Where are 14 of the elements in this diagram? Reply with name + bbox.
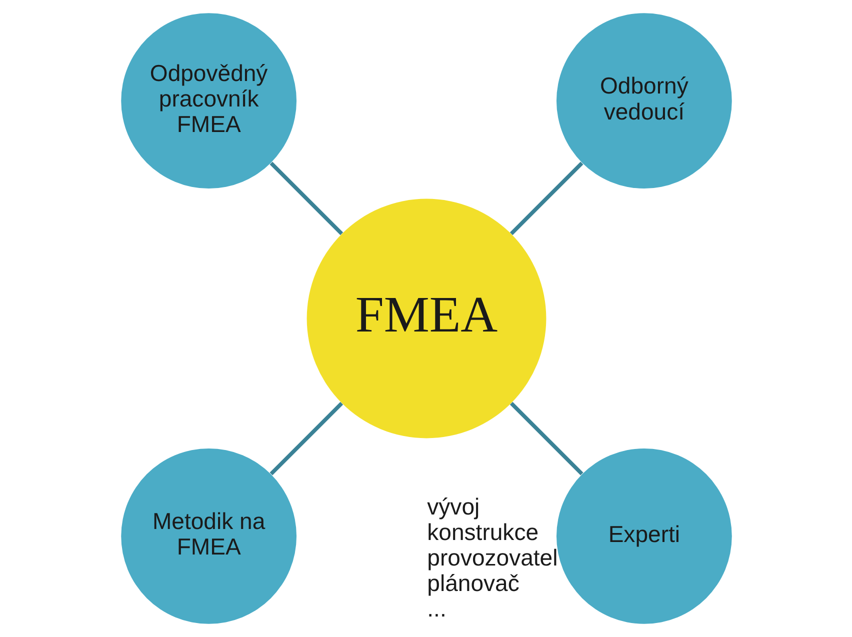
connector xyxy=(269,402,343,476)
node-circle: FMEA xyxy=(306,198,546,438)
node-label: konstrukce xyxy=(426,518,538,545)
node-label: vývoj xyxy=(426,493,480,520)
connector xyxy=(269,162,343,236)
node-circle: Odpovědný pracovník FMEA xyxy=(120,13,296,189)
node-label: ... xyxy=(426,596,446,622)
node-circle: Odborný vedoucí xyxy=(556,13,732,189)
node-label: plánovač xyxy=(426,570,519,596)
connector xyxy=(509,402,583,476)
node-circle: Experti xyxy=(556,448,732,624)
node-circle: Metodik na FMEA xyxy=(120,448,296,624)
connector xyxy=(509,162,583,236)
node-label: provozovatel xyxy=(426,544,558,570)
